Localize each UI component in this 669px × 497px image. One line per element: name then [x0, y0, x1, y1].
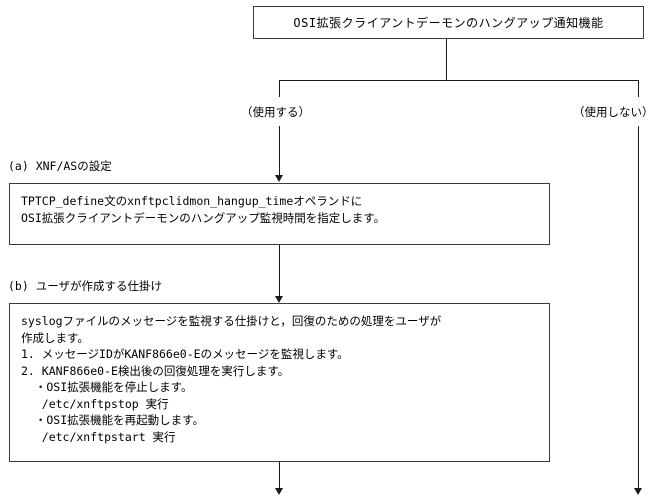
section-b-line-8: /etc/xnftpstart 実行 — [21, 429, 176, 444]
arrowhead-bottom-left — [275, 488, 283, 495]
section-b-line-2: 作成します。 — [21, 330, 89, 345]
connector-left-to-box-a — [279, 126, 280, 176]
connector-right-branch-lower — [638, 126, 639, 489]
arrowhead-into-box-a — [275, 175, 283, 182]
section-a-line-1: TPTCP_define文のxnftpclidmon_hangup_timeオペ… — [21, 194, 363, 208]
section-a-caption: (a) XNF/ASの設定 — [8, 159, 112, 173]
connector-box-a-to-box-b — [279, 245, 280, 297]
section-b-line-7: ・OSI拡張機能を再起動します。 — [21, 413, 204, 427]
section-b-box: syslogファイルのメッセージを監視する仕掛けと，回復のための処理をユーザが … — [9, 303, 550, 462]
connector-branch-bar — [279, 80, 639, 81]
section-b-line-6: /etc/xnftpstop 実行 — [21, 396, 169, 411]
section-a-line-2: OSI拡張クライアントデーモンのハングアップ監視時間を指定します。 — [21, 210, 386, 225]
branch-label-use: （使用する） — [241, 105, 310, 119]
connector-box-b-to-bottom — [279, 462, 280, 489]
section-b-line-1: syslogファイルのメッセージを監視する仕掛けと，回復のための処理をユーザが — [21, 314, 442, 328]
connector-right-branch-upper — [638, 80, 639, 97]
top-process-box: OSI拡張クライアントデーモンのハングアップ通知機能 — [253, 6, 644, 39]
connector-left-branch-upper — [279, 80, 280, 97]
arrowhead-bottom-right — [634, 488, 642, 495]
arrowhead-into-box-b — [275, 296, 283, 303]
branch-label-not-use: （使用しない） — [573, 105, 654, 119]
section-b-line-4: 2. KANF866e0-E検出後の回復処理を実行します。 — [21, 363, 290, 378]
section-b-line-3: 1. メッセージIDがKANF866e0-Eのメッセージを監視します。 — [21, 347, 349, 361]
section-a-box: TPTCP_define文のxnftpclidmon_hangup_timeオペ… — [9, 183, 550, 245]
section-b-caption: (b) ユーザが作成する仕掛け — [8, 279, 162, 293]
top-process-box-label: OSI拡張クライアントデーモンのハングアップ通知機能 — [293, 16, 604, 30]
connector-top-stem — [446, 39, 447, 80]
section-b-line-5: ・OSI拡張機能を停止します。 — [21, 380, 193, 394]
